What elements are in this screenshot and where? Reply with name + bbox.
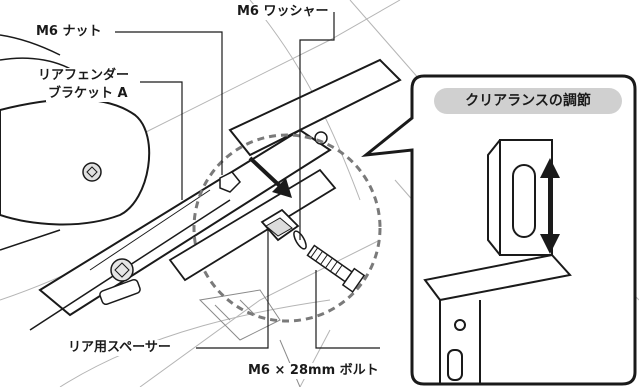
- rear-fender-bracket-label-line2: ブラケット A: [46, 86, 130, 102]
- m6-bolt-label: M6 × 28mm ボルト: [246, 363, 381, 379]
- detail-dashed-circle: [192, 133, 382, 323]
- bracket-closeup: [423, 139, 572, 384]
- left-body-part: [0, 34, 151, 226]
- adjustment-double-arrow: [540, 158, 560, 254]
- lower-mechanism: [198, 289, 301, 387]
- clearance-callout: [361, 74, 637, 386]
- insert-direction-arrow: [248, 156, 292, 198]
- lower-left-bolt: [99, 258, 141, 306]
- m6-nut-label: M6 ナット: [34, 24, 104, 40]
- m6-washer-label: M6 ワッシャー: [235, 4, 331, 20]
- leader-lines: [115, 12, 380, 349]
- callout-title: クリアランスの調節: [434, 88, 622, 114]
- m6-bolt-part: [306, 244, 366, 293]
- assembly-parts: [168, 168, 366, 293]
- rear-spacer-label: リア用スペーサー: [66, 340, 173, 356]
- m6-nut-part: [219, 171, 242, 193]
- rear-fender-bracket-label-line1: リアフェンダー: [36, 68, 132, 84]
- rear-frame-bar: [228, 58, 402, 157]
